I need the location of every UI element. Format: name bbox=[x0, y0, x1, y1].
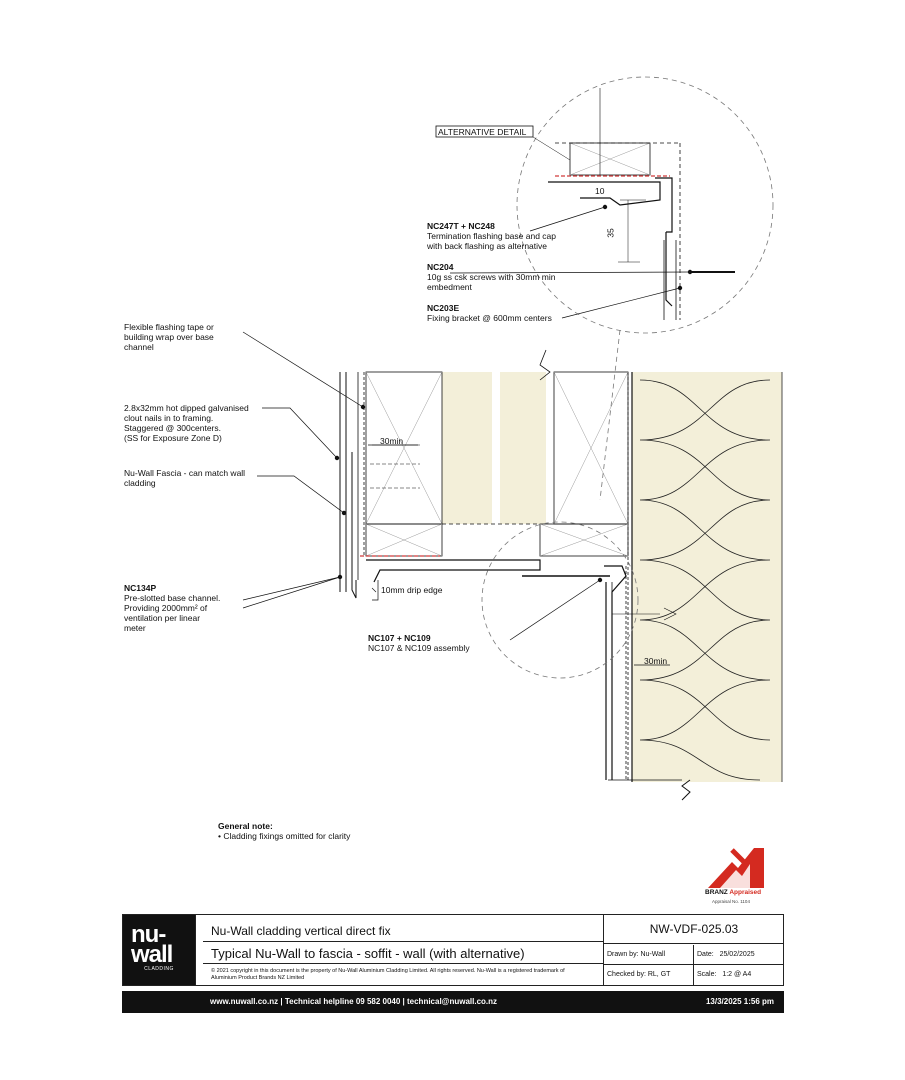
alternative-detail-geometry bbox=[435, 88, 735, 320]
drawn-by-cell: Drawn by: Nu-Wall bbox=[604, 945, 694, 965]
leader-lines bbox=[242, 206, 691, 666]
nc134-code: NC134P bbox=[124, 583, 157, 593]
title-block: nu- wall CLADDING Nu-Wall cladding verti… bbox=[122, 914, 784, 986]
branz-appraised-text: BRANZ Appraised bbox=[705, 889, 761, 896]
branz-appraisal-number: Appraisal No. 1104 bbox=[712, 899, 750, 904]
logo-subtitle: CLADDING bbox=[144, 966, 174, 972]
nc247-code: NC247T + NC248 bbox=[427, 221, 495, 231]
footer-timestamp: 13/3/2025 1:56 pm bbox=[705, 997, 774, 1006]
fascia-note: Nu-Wall Fascia - can match wall cladding bbox=[124, 468, 246, 488]
insulation-fill bbox=[442, 372, 782, 782]
nu-wall-logo: nu- wall CLADDING bbox=[123, 915, 195, 985]
nc204-description: 10g ss csk screws with 30mm min embedmen… bbox=[427, 272, 556, 292]
drawing-number: NW-VDF-025.03 bbox=[604, 915, 784, 944]
flexible-flashing-note: Flexible flashing tape or building wrap … bbox=[124, 322, 214, 352]
footer-contact[interactable]: www.nuwall.co.nz | Technical helpline 09… bbox=[210, 997, 498, 1006]
date-value: 25/02/2025 bbox=[719, 951, 755, 958]
drip-edge-label: 10mm drip edge bbox=[381, 585, 443, 595]
drawing-info-cells: NW-VDF-025.03 Drawn by: Nu-Wall Date: 25… bbox=[603, 915, 784, 985]
nc134-description: Pre-slotted base channel. Providing 2000… bbox=[124, 593, 221, 633]
detail-callout-circles bbox=[481, 76, 774, 679]
nc107-description: NC107 & NC109 assembly bbox=[368, 643, 470, 653]
checked-by-cell: Checked by: RL, GT bbox=[604, 965, 694, 985]
nc107-code: NC107 + NC109 bbox=[368, 633, 431, 643]
dimension-10: 10 bbox=[595, 186, 605, 196]
date-cell: Date: 25/02/2025 bbox=[694, 945, 784, 965]
branz-appraised-logo bbox=[708, 848, 764, 888]
dimension-30min-fascia: 30min bbox=[380, 436, 404, 446]
drawing-title: Typical Nu-Wall to fascia - soffit - wal… bbox=[211, 946, 525, 961]
scale-label: Scale: bbox=[697, 971, 717, 978]
drawn-by: Drawn by: Nu-Wall bbox=[607, 951, 666, 958]
footer-bar: www.nuwall.co.nz | Technical helpline 09… bbox=[122, 991, 784, 1013]
general-note-title: General note: bbox=[218, 821, 273, 831]
scale-value: 1:2 @ A4 bbox=[722, 971, 752, 978]
branz-word: BRANZ bbox=[705, 889, 728, 896]
insulation-batts bbox=[639, 372, 783, 782]
framing-members bbox=[365, 349, 629, 557]
general-note-body: • Cladding fixings omitted for clarity bbox=[218, 831, 351, 841]
date-label: Date: bbox=[697, 951, 714, 958]
clout-nails-note: 2.8x32mm hot dipped galvanised clout nai… bbox=[124, 403, 249, 443]
checked-by: Checked by: RL, GT bbox=[607, 971, 671, 978]
copyright-notice: © 2021 copyright in this document is the… bbox=[211, 968, 565, 981]
nc247-description: Termination flashing base and cap with b… bbox=[427, 231, 556, 251]
nc203-code: NC203E bbox=[427, 303, 460, 313]
alternative-detail-label: ALTERNATIVE DETAIL bbox=[438, 127, 527, 137]
nc204-code: NC204 bbox=[427, 262, 454, 272]
dimension-35: 35 bbox=[605, 228, 616, 238]
leader-dots bbox=[334, 204, 693, 583]
scale-cell: Scale: 1:2 @ A4 bbox=[694, 965, 784, 985]
appraised-word: Appraised bbox=[729, 889, 762, 896]
project-title: Nu-Wall cladding vertical direct fix bbox=[211, 924, 391, 938]
logo-wordmark: nu- wall bbox=[131, 921, 173, 968]
nc203-description: Fixing bracket @ 600mm centers bbox=[427, 313, 552, 323]
dimension-30min-wall: 30min bbox=[644, 656, 668, 666]
